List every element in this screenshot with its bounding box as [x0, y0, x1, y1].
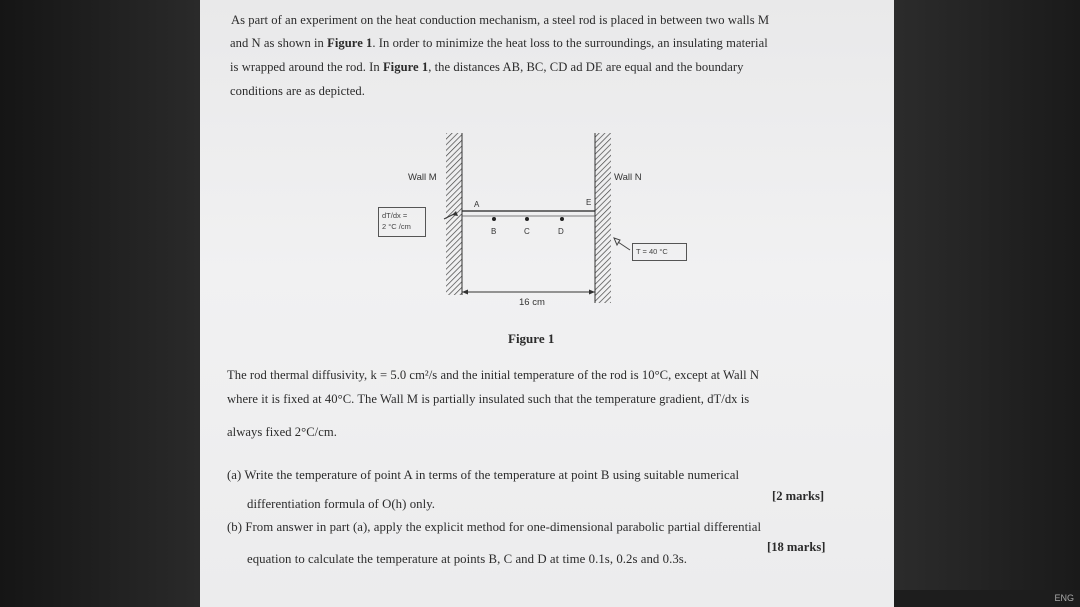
point-d-label: D [558, 227, 564, 236]
length-arrow-left [462, 289, 468, 295]
question-a-line-1: (a) Write the temperature of point A in … [227, 468, 740, 482]
point-e-label: E [586, 198, 592, 207]
rod-diagram-svg [443, 133, 631, 303]
intro-line-3-text: is wrapped around the rod. In [230, 60, 383, 74]
question-a-marks: [2 marks] [772, 489, 825, 503]
intro-line-1: As part of an experiment on the heat con… [231, 13, 770, 27]
intro-line-3-text-end: , the distances AB, BC, CD ad DE are equ… [428, 60, 744, 74]
figure-reference: Figure 1 [382, 60, 429, 74]
taskbar-fragment: ENG [894, 590, 1080, 607]
gradient-boundary-box: dT/dx = 2 °C /cm [378, 207, 426, 237]
temperature-boundary-box: T = 40 °C [632, 243, 687, 261]
figure-1-diagram: Wall M Wall N A E B C D dT/dx = 2 °C /cm… [200, 0, 894, 330]
point-d-dot [560, 217, 564, 221]
intro-line-3: is wrapped around the rod. In Figure 1, … [230, 60, 744, 75]
question-b-line-1: (b) From answer in part (a), apply the e… [227, 520, 762, 534]
figure-caption: Figure 1 [508, 331, 555, 346]
temp-pointer-head [613, 237, 621, 247]
document-page: As part of an experiment on the heat con… [200, 0, 894, 607]
conditions-line-1: The rod thermal diffusivity, k = 5.0 cm²… [227, 368, 760, 382]
figure-reference: Figure 1 [327, 36, 373, 50]
gradient-pointer-head [452, 211, 458, 216]
intro-line-2-text: and N as shown in [230, 36, 328, 50]
wall-m-label: Wall M [408, 172, 437, 183]
intro-line-2-text-end: . In order to minimize the heat loss to … [372, 36, 768, 50]
temp-pointer [617, 241, 631, 251]
question-a-line-2: differentiation formula of O(h) only. [247, 497, 436, 511]
background-left [0, 0, 200, 607]
point-b-dot [492, 217, 496, 221]
point-c-label: C [524, 227, 530, 236]
gradient-box-line-2: 2 °C /cm [382, 222, 411, 231]
point-a-label: A [474, 200, 480, 209]
length-arrow-right [589, 289, 595, 295]
intro-line-2: and N as shown in Figure 1. In order to … [230, 36, 768, 51]
conditions-line-2: where it is fixed at 40°C. The Wall M is… [227, 392, 750, 406]
length-label: 16 cm [519, 297, 545, 308]
conditions-line-3: always fixed 2°C/cm. [227, 425, 337, 439]
wall-n-label: Wall N [614, 172, 642, 183]
intro-line-4: conditions are as depicted. [230, 84, 365, 98]
point-c-dot [525, 217, 529, 221]
question-b-line-2: equation to calculate the temperature at… [247, 552, 688, 566]
background-right [890, 0, 1080, 607]
point-b-label: B [491, 227, 497, 236]
language-indicator[interactable]: ENG [1054, 593, 1074, 603]
gradient-box-line-1: dT/dx = [382, 211, 408, 220]
question-b-marks: [18 marks] [767, 540, 826, 554]
wall-n-hatch [595, 133, 611, 303]
